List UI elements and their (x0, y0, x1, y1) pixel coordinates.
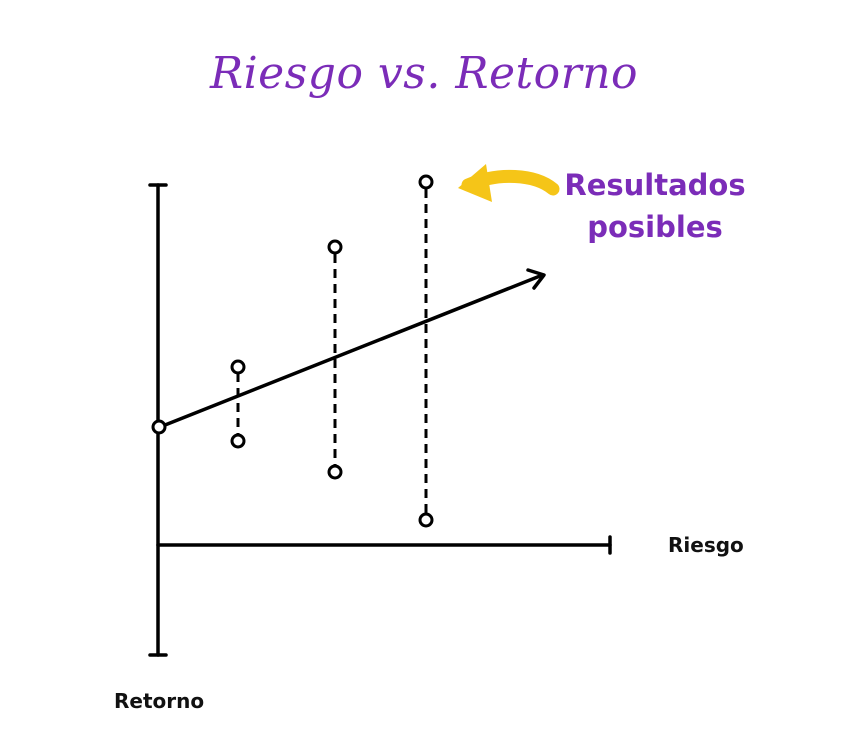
outcome-point-1-high (230, 359, 246, 375)
x-axis (156, 535, 612, 555)
curved-arrow-left-icon (458, 164, 560, 202)
callout-label: Resultados posibles (560, 164, 750, 248)
outcome-range-2 (327, 239, 343, 480)
outcome-point-2-high (327, 239, 343, 255)
outcome-point-3-high (418, 174, 434, 190)
outcome-point-1-low (230, 433, 246, 449)
y-axis-label: Retorno (114, 689, 205, 713)
x-axis-label: Riesgo (668, 533, 744, 557)
outcome-point-3-low (418, 512, 434, 528)
callout-line-2: posibles (587, 210, 723, 244)
callout-line-1: Resultados (564, 168, 746, 202)
outcome-range-3 (418, 174, 434, 528)
outcome-point-2-low (327, 464, 343, 480)
trend-line (158, 274, 542, 429)
origin-point (151, 419, 167, 435)
arrow-right-icon (526, 268, 546, 290)
diagram-title: Riesgo vs. Retorno (209, 48, 639, 99)
outcome-range-1 (230, 359, 246, 449)
